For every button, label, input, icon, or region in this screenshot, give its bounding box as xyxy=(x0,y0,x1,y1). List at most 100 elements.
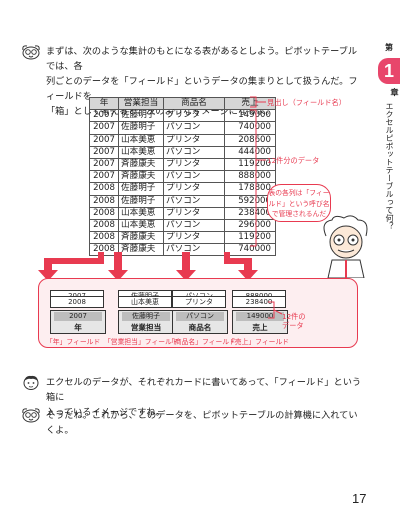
cell-rep: 佐藤明子 xyxy=(118,109,164,123)
box-rows-annotation-1: 12件の xyxy=(282,312,306,321)
cell-year: 2007 xyxy=(89,121,119,135)
rows-annotation: 12件分のデータ xyxy=(267,156,320,165)
field-box: 2007 2008 2007 年 xyxy=(50,290,106,334)
cell-product: パソコン xyxy=(163,218,225,233)
field-caption: 「商品名」フィールド xyxy=(168,338,236,346)
bubble-line-2: ルド」という呼び名 xyxy=(268,199,330,208)
cell-year: 2008 xyxy=(89,231,119,245)
cell-rep: 山本美恵 xyxy=(118,133,164,147)
header-product: 商品名 xyxy=(163,96,225,111)
field-card: 2008 xyxy=(50,296,104,308)
field-front-card: 2007 xyxy=(54,312,102,321)
cell-year: 2008 xyxy=(89,206,119,220)
cell-year: 2007 xyxy=(89,133,119,147)
field-card: 山本美恵 xyxy=(118,296,172,308)
cell-product: パソコン xyxy=(163,194,225,208)
cell-year: 2008 xyxy=(89,182,119,196)
field-card: 238400 xyxy=(232,296,286,308)
field-box: パソコンプリンタパソコン商品名 xyxy=(172,290,228,334)
chapter-suffix: 章 xyxy=(390,88,399,96)
annotation-brackets xyxy=(250,96,266,247)
cell-product: プリンタ xyxy=(163,206,225,220)
field-box: 888000238400149000売上 xyxy=(232,290,288,334)
chapter-prefix: 第 xyxy=(385,43,393,52)
cell-year: 2007 xyxy=(89,157,119,172)
cell-product: パソコン xyxy=(163,121,225,135)
cell-product: プリンタ xyxy=(163,109,225,123)
field-name: 年 xyxy=(74,323,82,332)
cell-year: 2007 xyxy=(89,109,119,123)
field-caption: 「売上」フィールド xyxy=(228,338,290,346)
field-name: 商品名 xyxy=(188,323,212,332)
box-rows-annotation: 12件の データ xyxy=(282,312,306,330)
heading-annotation: 見出し（フィールド名） xyxy=(267,98,346,107)
cell-rep: 山本美恵 xyxy=(118,206,164,220)
cell-rep: 佐藤明子 xyxy=(118,194,164,208)
field-box-front: 2007 年 xyxy=(50,310,106,334)
cell-year: 2007 xyxy=(89,145,119,159)
professor-face-icon-2 xyxy=(22,408,40,423)
field-box-front: 149000 売上 xyxy=(232,310,288,334)
cell-product: パソコン xyxy=(163,243,225,257)
header-rep: 営業担当 xyxy=(118,96,164,111)
field-name: 売上 xyxy=(252,323,268,332)
cell-product: プリンタ xyxy=(163,231,225,245)
field-front-card: 佐藤明子 xyxy=(122,312,170,321)
chapter-number: 1 xyxy=(378,58,400,84)
cell-product: パソコン xyxy=(163,170,225,184)
chapter-tab: 第 1 章 エクセルピボットテーブルって何？ xyxy=(378,40,400,290)
professor-illustration xyxy=(323,215,368,278)
cell-rep: 山本美恵 xyxy=(118,218,164,233)
field-box: 佐藤明子山本美恵佐藤明子営業担当 xyxy=(118,290,174,334)
box-rows-bracket xyxy=(268,301,283,319)
cell-rep: 佐藤明子 xyxy=(118,121,164,135)
field-front-card: 149000 xyxy=(236,312,284,321)
chapter-title: エクセルピボットテーブルって何？ xyxy=(385,102,394,230)
field-card: プリンタ xyxy=(172,296,226,308)
box-rows-annotation-2: データ xyxy=(282,321,304,330)
speech-bubble: 表の各列は「フィー ルド」という呼び名 で管理されるんだ xyxy=(267,184,331,222)
student-line-2: 入っているイメージですね。 xyxy=(46,407,165,418)
intro-line-2: 列ごとのデータを「フィールド」というデータの集まりとして扱うんだ。フィールドを xyxy=(46,76,358,102)
arrows-to-boxes xyxy=(38,252,258,281)
header-year: 年 xyxy=(89,96,119,111)
cell-product: プリンタ xyxy=(163,157,225,172)
bubble-line-3: で管理されるんだ xyxy=(271,210,327,218)
cell-product: パソコン xyxy=(163,145,225,159)
cell-year: 2008 xyxy=(89,194,119,208)
cell-sales: 740000 xyxy=(224,243,276,257)
field-name: 営業担当 xyxy=(130,323,162,332)
professor-face-icon xyxy=(22,45,40,60)
student-dialog: エクセルのデータが、それぞれカードに書いてあって、「フィールド」という箱に 入っ… xyxy=(46,375,366,420)
cell-year: 2007 xyxy=(89,170,119,184)
bubble-line-1: 表の各列は「フィー xyxy=(268,189,330,197)
cell-year: 2008 xyxy=(89,218,119,233)
cell-rep: 斉藤康夫 xyxy=(118,231,164,245)
cell-rep: 山本美恵 xyxy=(118,145,164,159)
field-box-front: 佐藤明子営業担当 xyxy=(118,310,174,334)
cell-rep: 佐藤明子 xyxy=(118,182,164,196)
student-face-icon xyxy=(23,375,39,390)
cell-rep: 斉藤康夫 xyxy=(118,157,164,172)
intro-line-1: まずは、次のような集計のもとになる表があるとしよう。ピボットテーブルでは、各 xyxy=(46,46,358,72)
cell-product: プリンタ xyxy=(163,133,225,147)
field-box-front: パソコン商品名 xyxy=(172,310,228,334)
field-caption: 「年」フィールド xyxy=(46,338,101,346)
page-number: 17 xyxy=(352,491,367,506)
cell-rep: 斉藤康夫 xyxy=(118,170,164,184)
cell-product: プリンタ xyxy=(163,182,225,196)
field-caption: 「営業担当」フィールド xyxy=(104,338,179,346)
table-header-row: 年 営業担当 商品名 売上 xyxy=(89,96,276,111)
professor-dialog: そうだね。これから、このデータを、ピボットテーブルの計算機に入れていくよ。 xyxy=(46,410,358,436)
field-front-card: パソコン xyxy=(176,312,224,321)
student-line-1: エクセルのデータが、それぞれカードに書いてあって、「フィールド」という箱に xyxy=(46,377,362,403)
